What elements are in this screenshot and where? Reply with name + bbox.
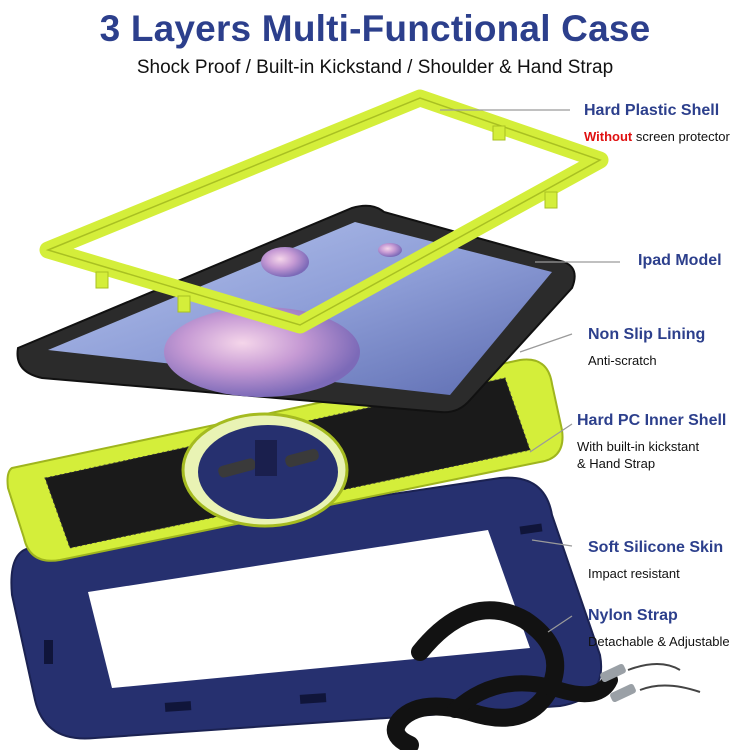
- callout-description: Detachable & Adjustable: [588, 634, 730, 649]
- callout-nylon-strap: Nylon Strap Detachable & Adjustable: [588, 607, 730, 650]
- callout-description-line1: With built-in kickstant: [577, 439, 700, 454]
- hard-shell-layer: [39, 89, 609, 334]
- leader-lines: [440, 109, 620, 633]
- page-subtitle: Shock Proof / Built-in Kickstand / Shoul…: [136, 57, 614, 78]
- callout-soft-silicone-skin: Soft Silicone Skin Impact resistant: [588, 539, 723, 582]
- callout-title: Ipad Model: [638, 252, 722, 269]
- callout-description: Impact resistant: [588, 566, 680, 581]
- callout-title: Hard PC Inner Shell: [577, 412, 727, 429]
- callout-description: With built-in kickstant & Hand Strap: [577, 438, 726, 472]
- callout-title: Soft Silicone Skin: [588, 539, 724, 556]
- callout-description: Without screen protector: [584, 128, 730, 145]
- callout-title: Non Slip Lining: [588, 326, 706, 343]
- page-title: 3 Layers Multi-Functional Case: [99, 8, 651, 49]
- callout-non-slip-lining: Non Slip Lining Anti-scratch: [588, 326, 705, 369]
- warning-text: Without: [584, 129, 633, 144]
- callout-title: Hard Plastic Shell: [584, 102, 720, 119]
- callout-description-line2: & Hand Strap: [577, 456, 656, 471]
- callout-description: Anti-scratch: [588, 353, 657, 368]
- nylon-strap: [386, 601, 701, 750]
- callout-description-text: screen protector: [632, 129, 730, 144]
- callout-hard-plastic-shell: Hard Plastic Shell Without screen protec…: [584, 102, 730, 145]
- callout-hard-pc-inner-shell: Hard PC Inner Shell With built-in kickst…: [577, 412, 726, 472]
- callout-title: Nylon Strap: [588, 607, 678, 624]
- callout-ipad-model: Ipad Model: [638, 252, 722, 270]
